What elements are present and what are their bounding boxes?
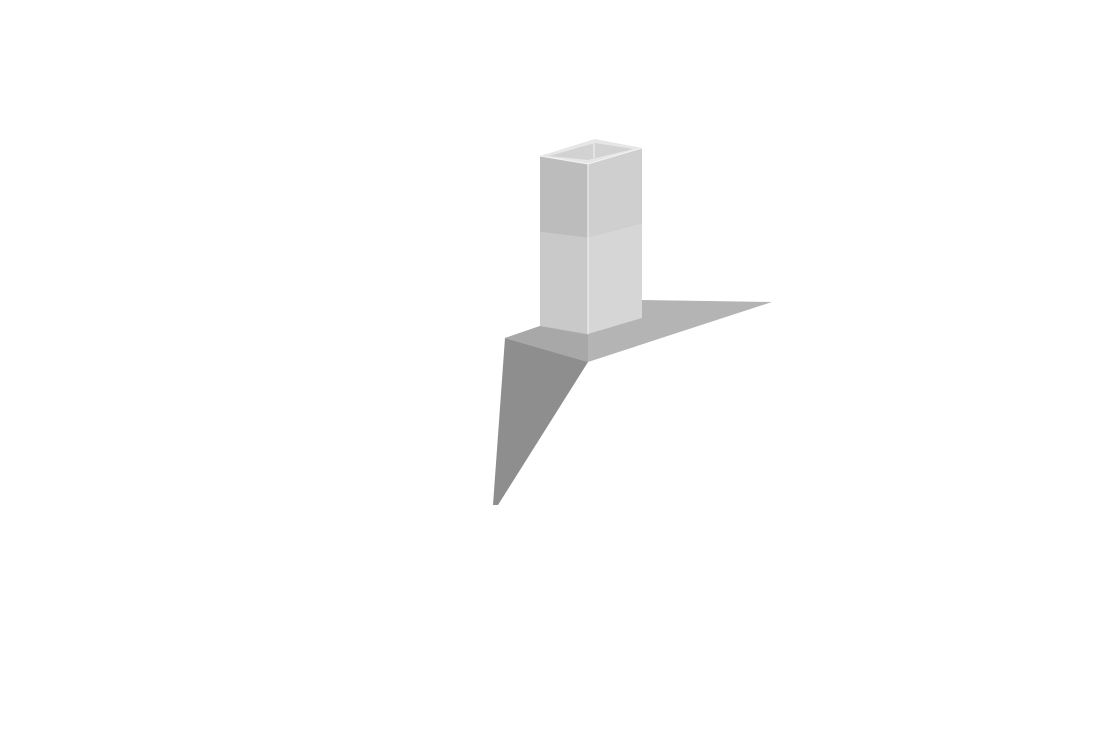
- chimney-lower-left-face: [540, 232, 588, 334]
- chimney-upper-left-face: [540, 156, 588, 238]
- chimney-lower-right-face: [588, 224, 642, 334]
- chimney-upper-right-face: [588, 148, 642, 238]
- chimney-top-opening: [549, 143, 633, 160]
- roof-left-slope: [493, 338, 588, 505]
- roof-ridge-face: [505, 326, 588, 362]
